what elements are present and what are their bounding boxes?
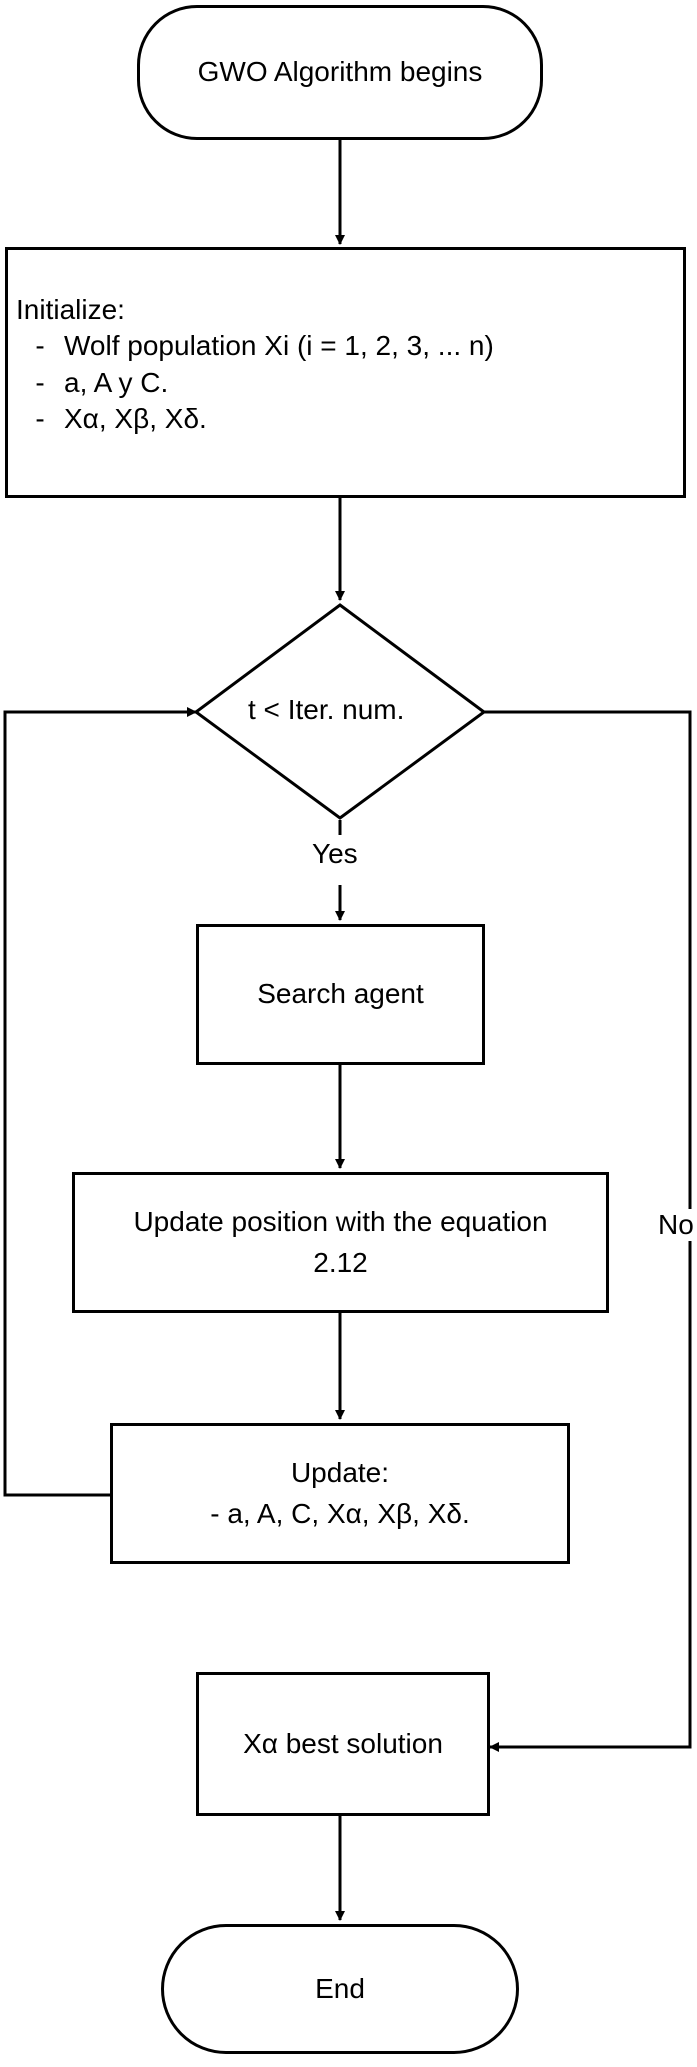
initialize-box: Initialize: - Wolf population Xi (i = 1,… (5, 247, 686, 498)
search-agent-box: Search agent (196, 924, 485, 1065)
list-bullet: - (35, 366, 45, 398)
list-bullet: - (35, 330, 45, 362)
decision-label: t < Iter. num. (248, 694, 405, 725)
start-label: GWO Algorithm begins (197, 56, 483, 88)
end-label: End (315, 1972, 365, 2004)
update-line1: Update: (290, 1456, 390, 1488)
list-item: - Xα, Xβ, Xδ. (16, 401, 494, 437)
list-item: - Wolf population Xi (i = 1, 2, 3, ... n… (16, 328, 494, 364)
list-item: - a, A y C. (16, 365, 494, 401)
list-item-text: Wolf population Xi (i = 1, 2, 3, ... n) (64, 330, 494, 362)
decision-diamond (193, 603, 487, 820)
yes-label: Yes (312, 838, 358, 870)
initialize-content: Initialize: - Wolf population Xi (i = 1,… (16, 292, 494, 438)
list-item-text: Xα, Xβ, Xδ. (64, 403, 207, 435)
update-line2: - a, A, C, Xα, Xβ, Xδ. (210, 1497, 470, 1529)
no-label: No (658, 1209, 694, 1241)
update-position-box: Update position with the equation 2.12 (72, 1172, 609, 1313)
initialize-list: - Wolf population Xi (i = 1, 2, 3, ... n… (16, 328, 494, 437)
list-bullet: - (35, 403, 45, 435)
start-terminal: GWO Algorithm begins (137, 5, 543, 140)
update-box: Update: - a, A, C, Xα, Xβ, Xδ. (110, 1423, 570, 1564)
update-position-line1: Update position with the equation (133, 1205, 548, 1237)
arrow-loop-back (3, 707, 197, 1497)
end-terminal: End (161, 1924, 519, 2054)
search-agent-label: Search agent (257, 978, 424, 1010)
initialize-title: Initialize: (16, 294, 125, 325)
best-solution-label: Xα best solution (243, 1727, 443, 1759)
list-item-text: a, A y C. (64, 366, 169, 398)
best-solution-box: Xα best solution (196, 1672, 490, 1816)
update-position-line2: 2.12 (313, 1246, 368, 1278)
